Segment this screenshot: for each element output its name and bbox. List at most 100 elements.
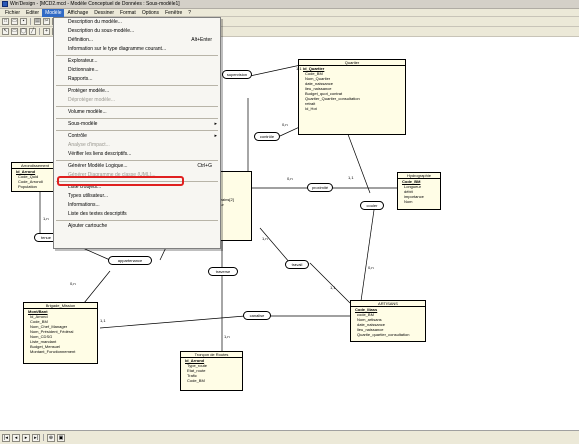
menu-item-25[interactable]: Informations... (54, 201, 220, 210)
menu-item-5[interactable]: Explorateur... (54, 57, 220, 66)
page-last-icon[interactable]: ▸| (32, 433, 40, 442)
menu-item-20[interactable]: Générer Modèle Logique...Ctrl+G (54, 162, 220, 171)
menu-0[interactable]: Fichier (5, 9, 21, 16)
cardinality-label: 1,1 (348, 175, 354, 180)
link-line (309, 262, 351, 304)
link-line (259, 227, 291, 264)
status-separator (43, 434, 44, 441)
entity-attribute: Type_route (187, 363, 208, 368)
select-tool-icon[interactable]: ↖ (2, 28, 9, 35)
page-next-icon[interactable]: ▸ (22, 433, 30, 442)
menu-1[interactable]: Editer (26, 9, 40, 16)
menu-item-label: Volume modèle... (68, 109, 107, 115)
menu-item-label: Dictionnaire... (68, 67, 99, 73)
menu-item-10[interactable]: Déprotéger modèle... (54, 96, 220, 105)
relation-couler[interactable]: couler (360, 201, 384, 210)
menu-item-6[interactable]: Dictionnaire... (54, 66, 220, 75)
entity-attribute: Budget_Mensuel (30, 344, 61, 349)
menu-6[interactable]: Options (141, 9, 160, 16)
menu-separator (56, 220, 218, 221)
page-prev-icon[interactable]: ◂ (12, 433, 20, 442)
menu-item-label: Liste des textes descriptifs (68, 211, 127, 217)
menu-item-14[interactable]: Sous-modèle▸ (54, 120, 220, 129)
menu-item-12[interactable]: Volume modèle... (54, 108, 220, 117)
menu-item-17[interactable]: Analyse d'impact... (54, 141, 220, 150)
relation-canalise[interactable]: canalise (243, 311, 271, 320)
open-icon[interactable]: ▭ (11, 18, 18, 25)
menu-item-26[interactable]: Liste des textes descriptifs (54, 210, 220, 219)
entity-attribute: Population (18, 184, 37, 189)
menu-item-label: Informations... (68, 202, 100, 208)
menu-separator (56, 181, 218, 182)
menu-item-label: Information sur le type diagramme couran… (68, 46, 167, 52)
menu-item-7[interactable]: Rapports... (54, 75, 220, 84)
new-icon[interactable]: □ (2, 18, 9, 25)
entity-attribute: retrait (305, 101, 316, 106)
save-icon[interactable]: ▪ (20, 18, 27, 25)
entity-attribute: Nom_Président_Fédéral (30, 329, 74, 334)
menu-item-2[interactable]: Définition...Alt+Enter (54, 36, 220, 45)
entity-attribute: Etat_route (187, 368, 206, 373)
entity-attribute: Budget_quot_contrat (305, 91, 343, 96)
page-first-icon[interactable]: |◂ (2, 433, 10, 442)
menu-item-24[interactable]: Types utilisateur... (54, 192, 220, 201)
entity-title: Brigade_Mission (24, 303, 97, 309)
entity-attribute: lieu_naissance (357, 327, 384, 332)
entity-identifier: id_Quartier (303, 66, 325, 71)
relation-appartenance[interactable]: appartenance (108, 256, 152, 265)
relation-supervision[interactable]: supervision (222, 70, 252, 79)
menu-item-label: Liste d'objets... (68, 184, 102, 190)
menu-item-label: Description du sous-modèle... (68, 28, 135, 34)
link-tool-icon[interactable]: ╱ (29, 28, 36, 35)
entity-title: ARTISANS (351, 301, 425, 307)
menu-item-3[interactable]: Information sur le type diagramme couran… (54, 45, 220, 54)
fit-icon[interactable]: ▣ (57, 433, 65, 442)
relation-tool-icon[interactable]: ◯ (20, 28, 27, 35)
menu-item-9[interactable]: Protéger modèle... (54, 87, 220, 96)
menu-item-label: Description du modèle... (68, 19, 122, 25)
cut-icon[interactable]: ✂ (43, 18, 50, 25)
menu-item-0[interactable]: Description du modèle... (54, 18, 220, 27)
entity-attribute: Montant_Fonctionnement (30, 349, 76, 354)
entity-title: Hydrographie (398, 173, 440, 179)
menu-5[interactable]: Format (119, 9, 136, 16)
menu-2[interactable]: Modèle (42, 8, 65, 17)
relation-controle[interactable]: contrôle (254, 132, 280, 141)
menu-item-16[interactable]: Contrôle▸ (54, 132, 220, 141)
menu-item-label: Contrôle (68, 133, 87, 139)
menu-item-23[interactable]: Liste d'objets... (54, 183, 220, 192)
entity-attribute: Code_Arrondi (18, 179, 43, 184)
menu-item-18[interactable]: Vérifier les liens descriptifs... (54, 150, 220, 159)
menu-3[interactable]: Affichage (67, 9, 89, 16)
menu-item-label: Protéger modèle... (68, 88, 110, 94)
entity-attribute: Nom_artisans (357, 317, 382, 322)
relation-proximite[interactable]: proximité (307, 183, 333, 192)
entity-attribute: code_BM (357, 312, 374, 317)
menu-item-1[interactable]: Description du sous-modèle... (54, 27, 220, 36)
relation-travail[interactable]: travail (285, 260, 309, 269)
cardinality-label: 1,1 (330, 285, 336, 290)
menu-item-21[interactable]: Générer Diagramme de classe (UML)... (54, 171, 220, 180)
link-line (359, 202, 376, 309)
menu-item-28[interactable]: Ajouter cartouche (54, 222, 220, 231)
toolbar-separator (30, 18, 31, 25)
zoom-icon[interactable]: ⊕ (47, 433, 55, 442)
menu-7[interactable]: Fenêtre (165, 9, 183, 16)
menu-8[interactable]: ? (188, 9, 192, 16)
annotation-highlight (57, 176, 184, 186)
relation-traverse[interactable]: traverse (208, 267, 238, 276)
menu-4[interactable]: Dessiner (94, 9, 114, 16)
entity-title: Quartier (299, 60, 405, 66)
entity-tool-icon[interactable]: ▭ (11, 28, 18, 35)
submenu-arrow-icon: ▸ (214, 121, 217, 127)
zoom-in-icon[interactable]: + (43, 28, 50, 35)
menu-item-label: Explorateur... (68, 58, 98, 64)
print-icon[interactable]: ▤ (34, 18, 41, 25)
menu-item-shortcut: Ctrl+G (197, 163, 212, 169)
